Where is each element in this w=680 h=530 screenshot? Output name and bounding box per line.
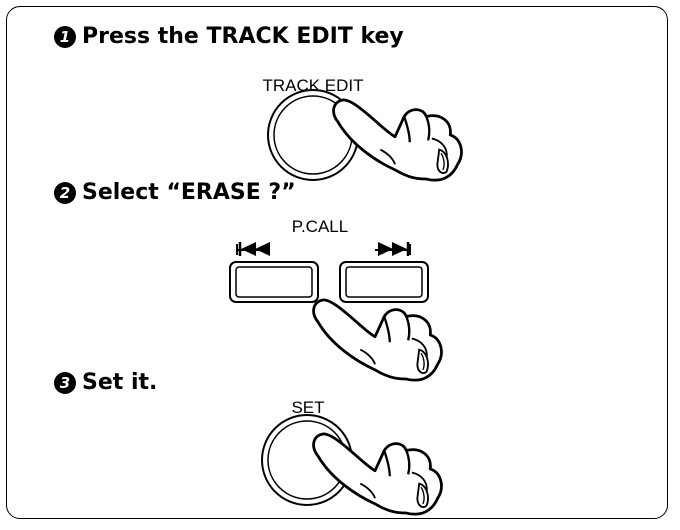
pressing-hand-icon bbox=[312, 298, 443, 382]
step-3-text: Set it. bbox=[82, 370, 158, 395]
step-2-text: Select “ERASE ?” bbox=[82, 180, 296, 205]
track-edit-key[interactable] bbox=[267, 89, 359, 181]
forward-button[interactable] bbox=[339, 261, 429, 303]
step-2-number: 2 bbox=[54, 181, 76, 204]
step-2: 2 Select “ERASE ?” bbox=[54, 180, 296, 205]
step-3: 3 Set it. bbox=[54, 370, 157, 395]
step-3-number: 3 bbox=[54, 371, 76, 394]
step-1-text: Press the TRACK EDIT key bbox=[82, 24, 404, 49]
pressing-hand-icon bbox=[332, 98, 463, 182]
pressing-hand-icon bbox=[312, 432, 443, 516]
step-1-number: 1 bbox=[54, 25, 76, 48]
skip-forward-icon bbox=[378, 242, 410, 256]
p-call-label: P.CALL bbox=[291, 217, 349, 236]
rewind-button[interactable] bbox=[229, 261, 319, 303]
skip-back-icon bbox=[238, 242, 270, 256]
instruction-panel bbox=[6, 6, 668, 519]
step-1: 1 Press the TRACK EDIT key bbox=[54, 24, 404, 49]
set-label: SET bbox=[291, 398, 325, 417]
track-edit-label: TRACK EDIT bbox=[262, 76, 364, 95]
